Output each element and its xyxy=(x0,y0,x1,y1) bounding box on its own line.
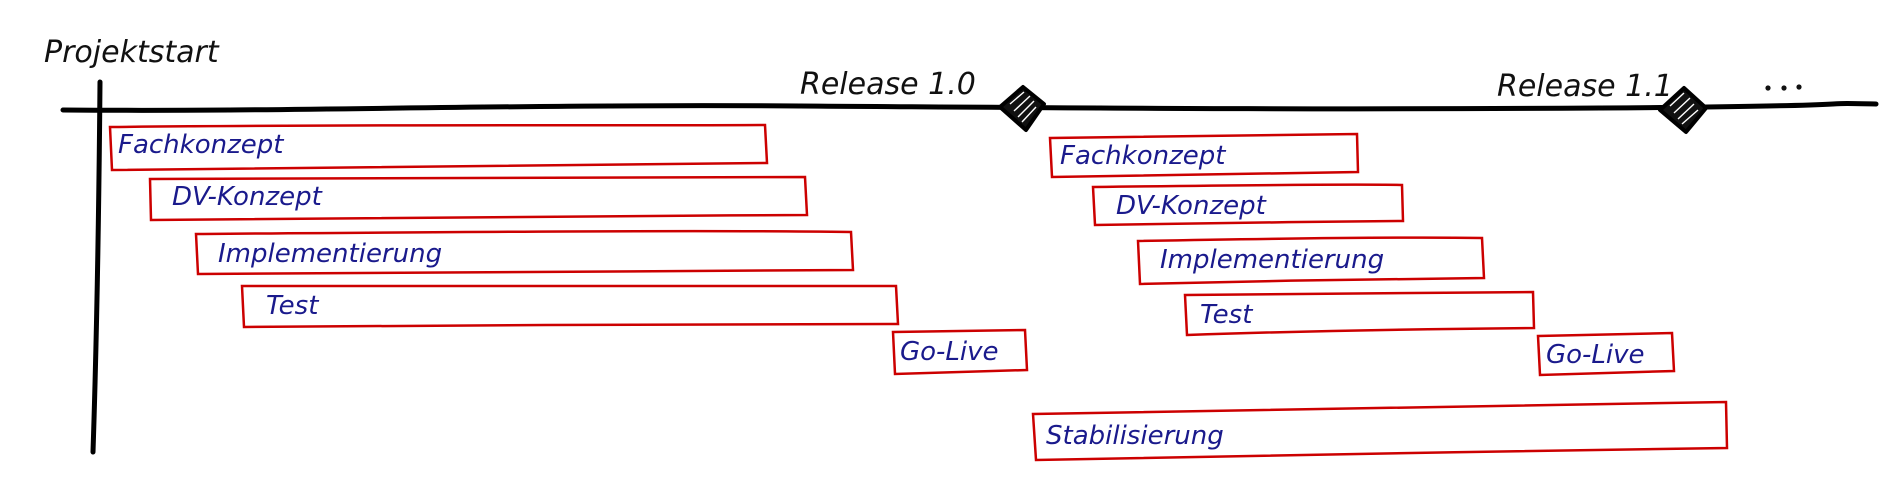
task-label: Stabilisierung xyxy=(1046,421,1224,451)
project-start-label: Projektstart xyxy=(44,35,220,70)
continuation-ellipsis xyxy=(1765,84,1802,91)
task-bar: Go-Live xyxy=(891,328,1029,376)
milestone-diamond-icon xyxy=(998,85,1046,132)
task-label: Test xyxy=(1200,300,1253,330)
task-label: Go-Live xyxy=(1546,340,1645,370)
milestone-diamond-icon xyxy=(1658,86,1708,134)
phase-release-1-0: Fachkonzept DV-Konzept Implementierung T… xyxy=(108,123,1029,376)
task-bar: Implementierung xyxy=(194,229,855,276)
task-bar: Fachkonzept xyxy=(108,123,769,172)
milestone-release-1-1 xyxy=(1658,86,1708,134)
task-label: Fachkonzept xyxy=(1060,141,1226,171)
task-label: Go-Live xyxy=(900,337,999,367)
task-bar: Go-Live xyxy=(1536,331,1676,377)
task-bar: DV-Konzept xyxy=(1091,183,1405,227)
task-bar: Implementierung xyxy=(1136,236,1486,286)
task-bar: DV-Konzept xyxy=(148,175,809,222)
milestone-label-release-1-1: Release 1.1 xyxy=(1497,69,1673,104)
task-label: DV-Konzept xyxy=(1116,191,1267,221)
task-bar: Test xyxy=(240,283,900,329)
milestone-release-1-0 xyxy=(998,85,1046,132)
task-label: Fachkonzept xyxy=(118,130,284,160)
task-bar: Test xyxy=(1183,290,1536,337)
task-bar: Stabilisierung xyxy=(1031,400,1729,462)
task-label: Implementierung xyxy=(218,239,442,269)
start-axis xyxy=(90,79,103,455)
milestone-label-release-1-0: Release 1.0 xyxy=(800,67,976,102)
task-label: Test xyxy=(266,291,319,321)
task-bar: Fachkonzept xyxy=(1048,132,1360,179)
task-label: DV-Konzept xyxy=(172,182,323,212)
time-axis xyxy=(60,100,1879,113)
task-label: Implementierung xyxy=(1160,245,1384,275)
phase-release-1-1: Fachkonzept DV-Konzept Implementierung T… xyxy=(1031,132,1729,462)
